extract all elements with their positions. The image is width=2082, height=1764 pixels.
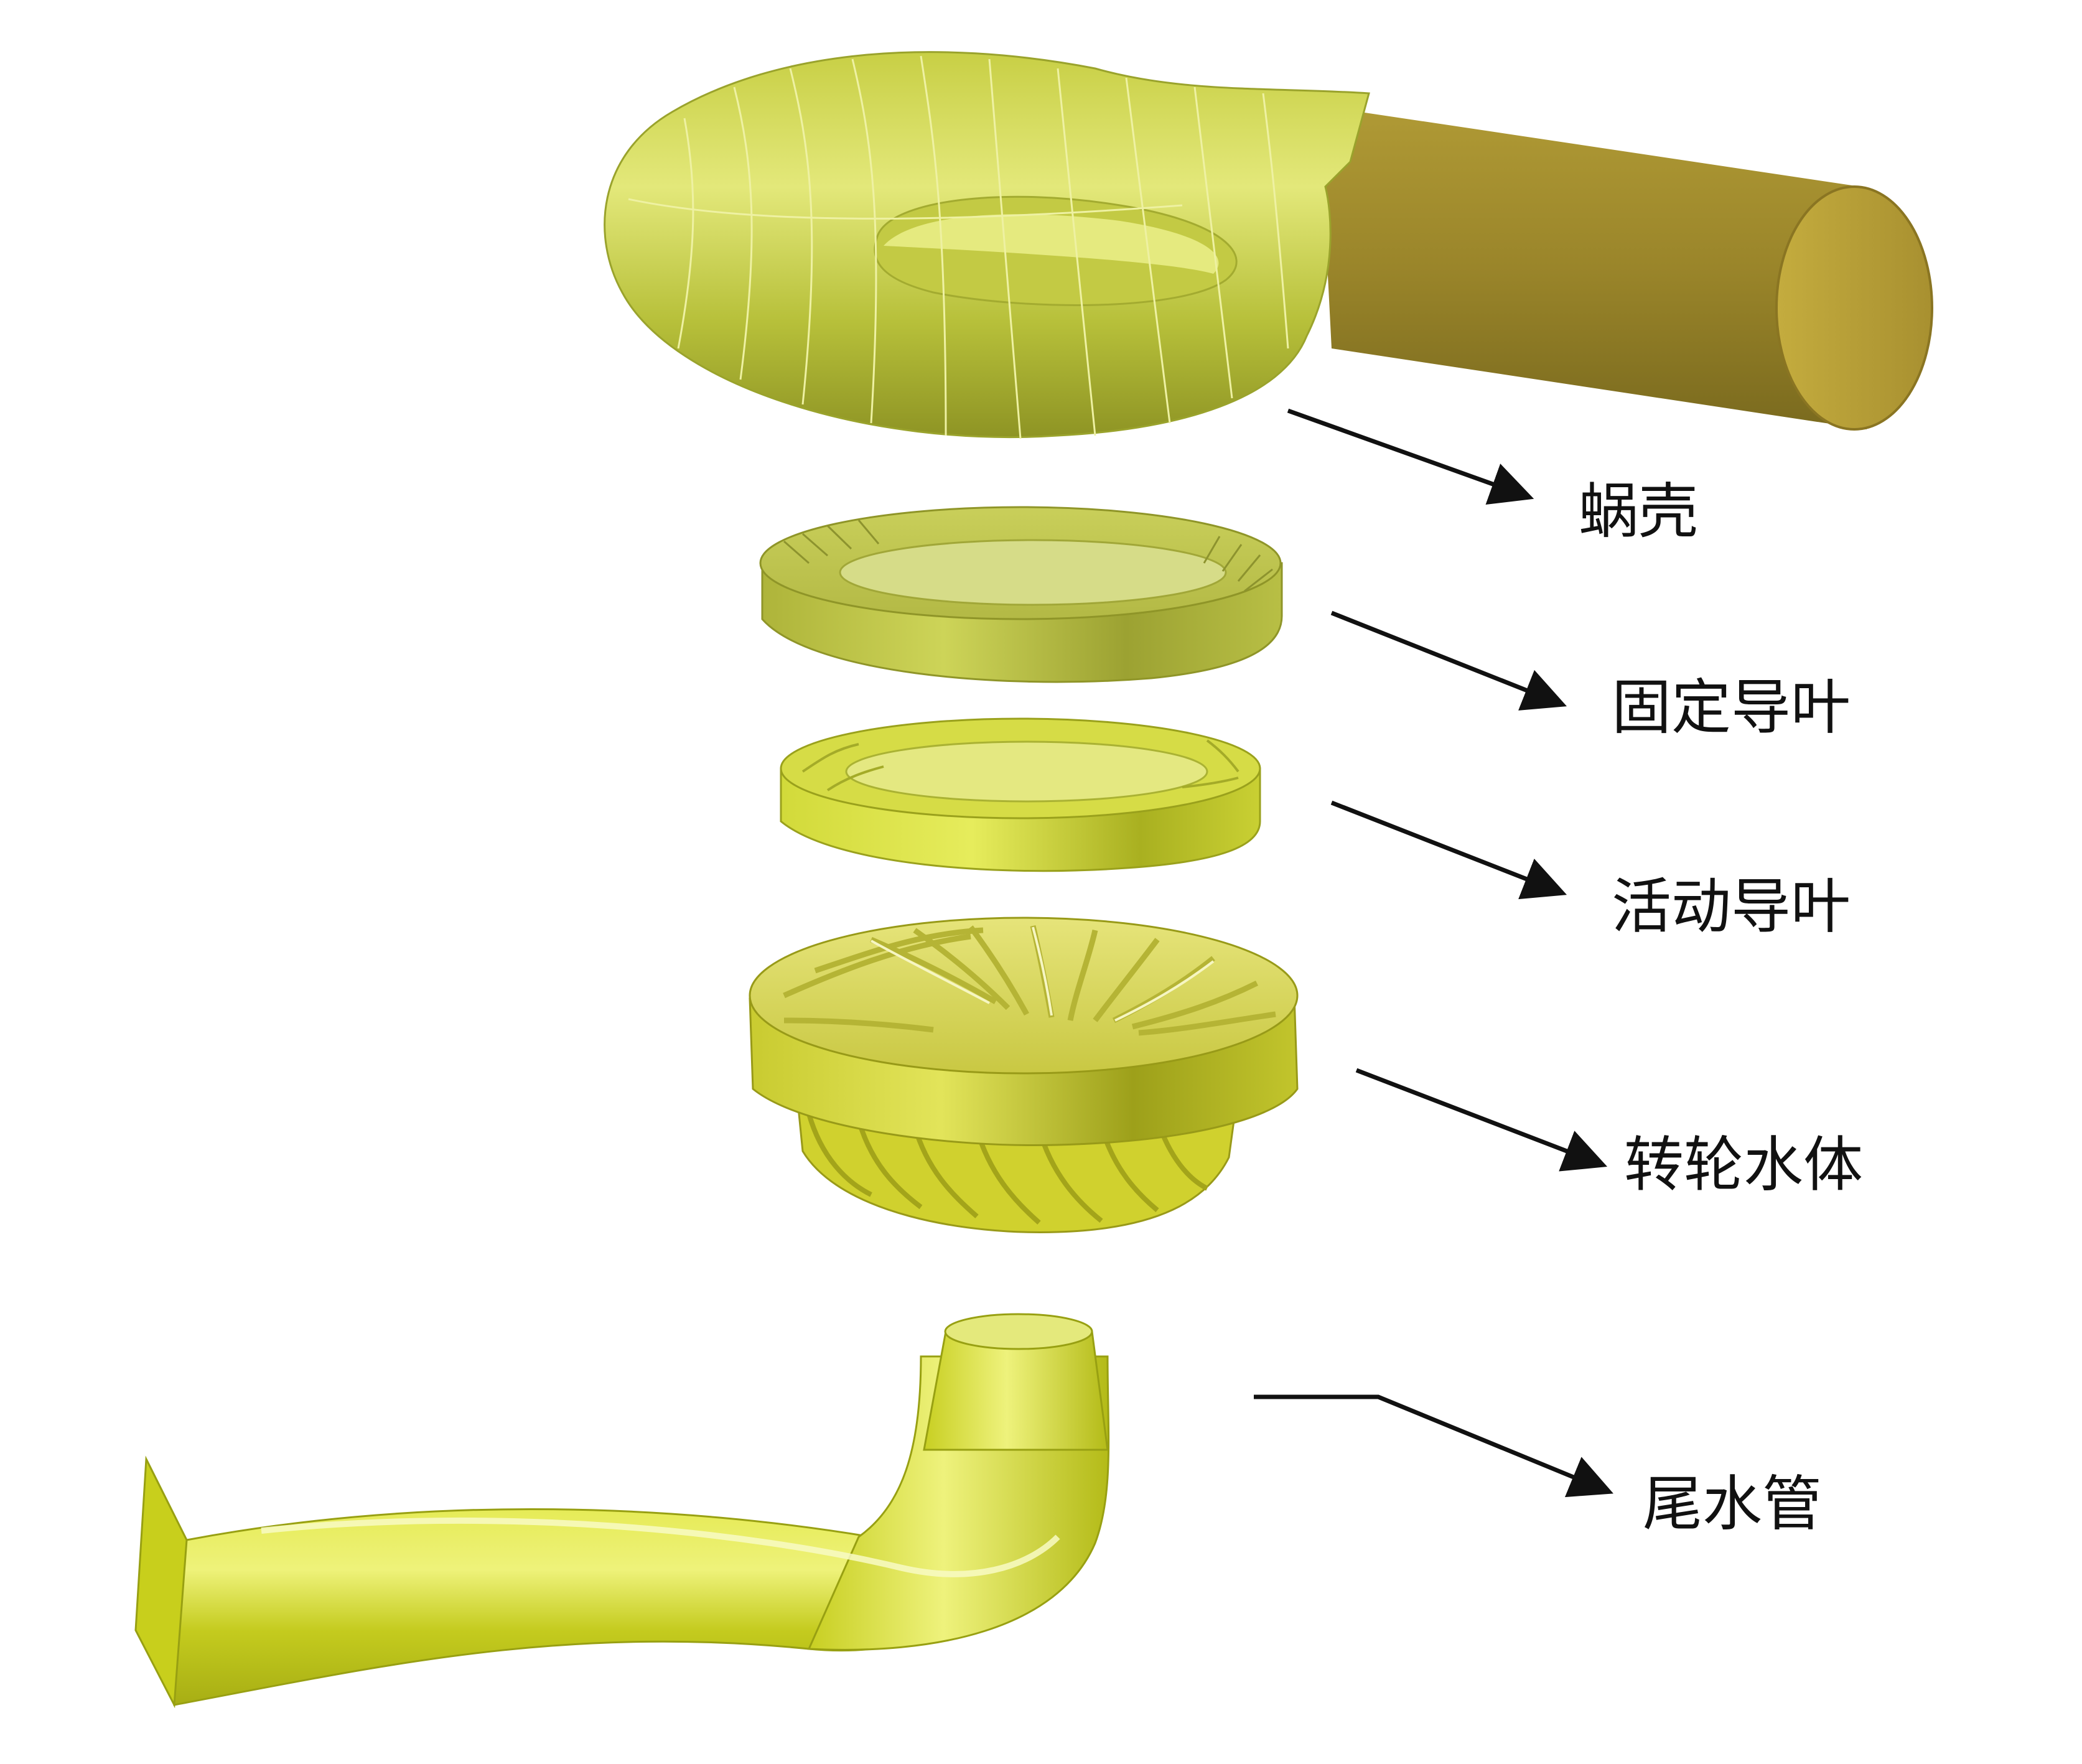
runner-crown-top [749,917,1299,1075]
leader-arrows [1254,408,1613,1498]
volute-component [604,51,1933,439]
arrow-guide-vanes [1330,800,1567,900]
volute-inlet-pipe-end [1775,185,1933,431]
draft-tube-outlet-face [134,1455,188,1709]
labels: 蜗壳 固定导叶 活动导叶 转轮水体 尾水管 [1579,477,1863,1539]
runner-highlights [871,926,1215,1022]
label-draft-tube: 尾水管 [1643,1469,1822,1539]
volute-inner-shadow [884,214,1219,274]
stay-vanes-opening [839,539,1227,606]
volute-inlet-pipe [1319,106,1867,429]
draft-tube-highlight [261,1517,1060,1577]
volute-seams [628,55,1289,439]
stay-vanes-blades [783,520,1273,592]
label-guide-vanes: 活动导叶 [1612,872,1851,941]
draft-tube-inlet-top [944,1313,1093,1350]
guide-vanes-component [780,717,1261,872]
guide-vanes-blades [801,739,1239,791]
label-volute: 蜗壳 [1579,477,1698,546]
arrow-runner [1355,1068,1608,1172]
arrow-draft-tube [1254,1394,1613,1498]
runner-component [749,917,1299,1233]
label-runner: 转轮水体 [1624,1130,1863,1200]
arrow-stay-vanes [1330,610,1567,711]
arrow-volute [1287,408,1534,505]
label-stay-vanes: 固定导叶 [1612,673,1851,742]
guide-vanes-opening [845,740,1208,803]
draft-tube-component [134,1313,1110,1709]
stay-vanes-component [759,506,1283,683]
